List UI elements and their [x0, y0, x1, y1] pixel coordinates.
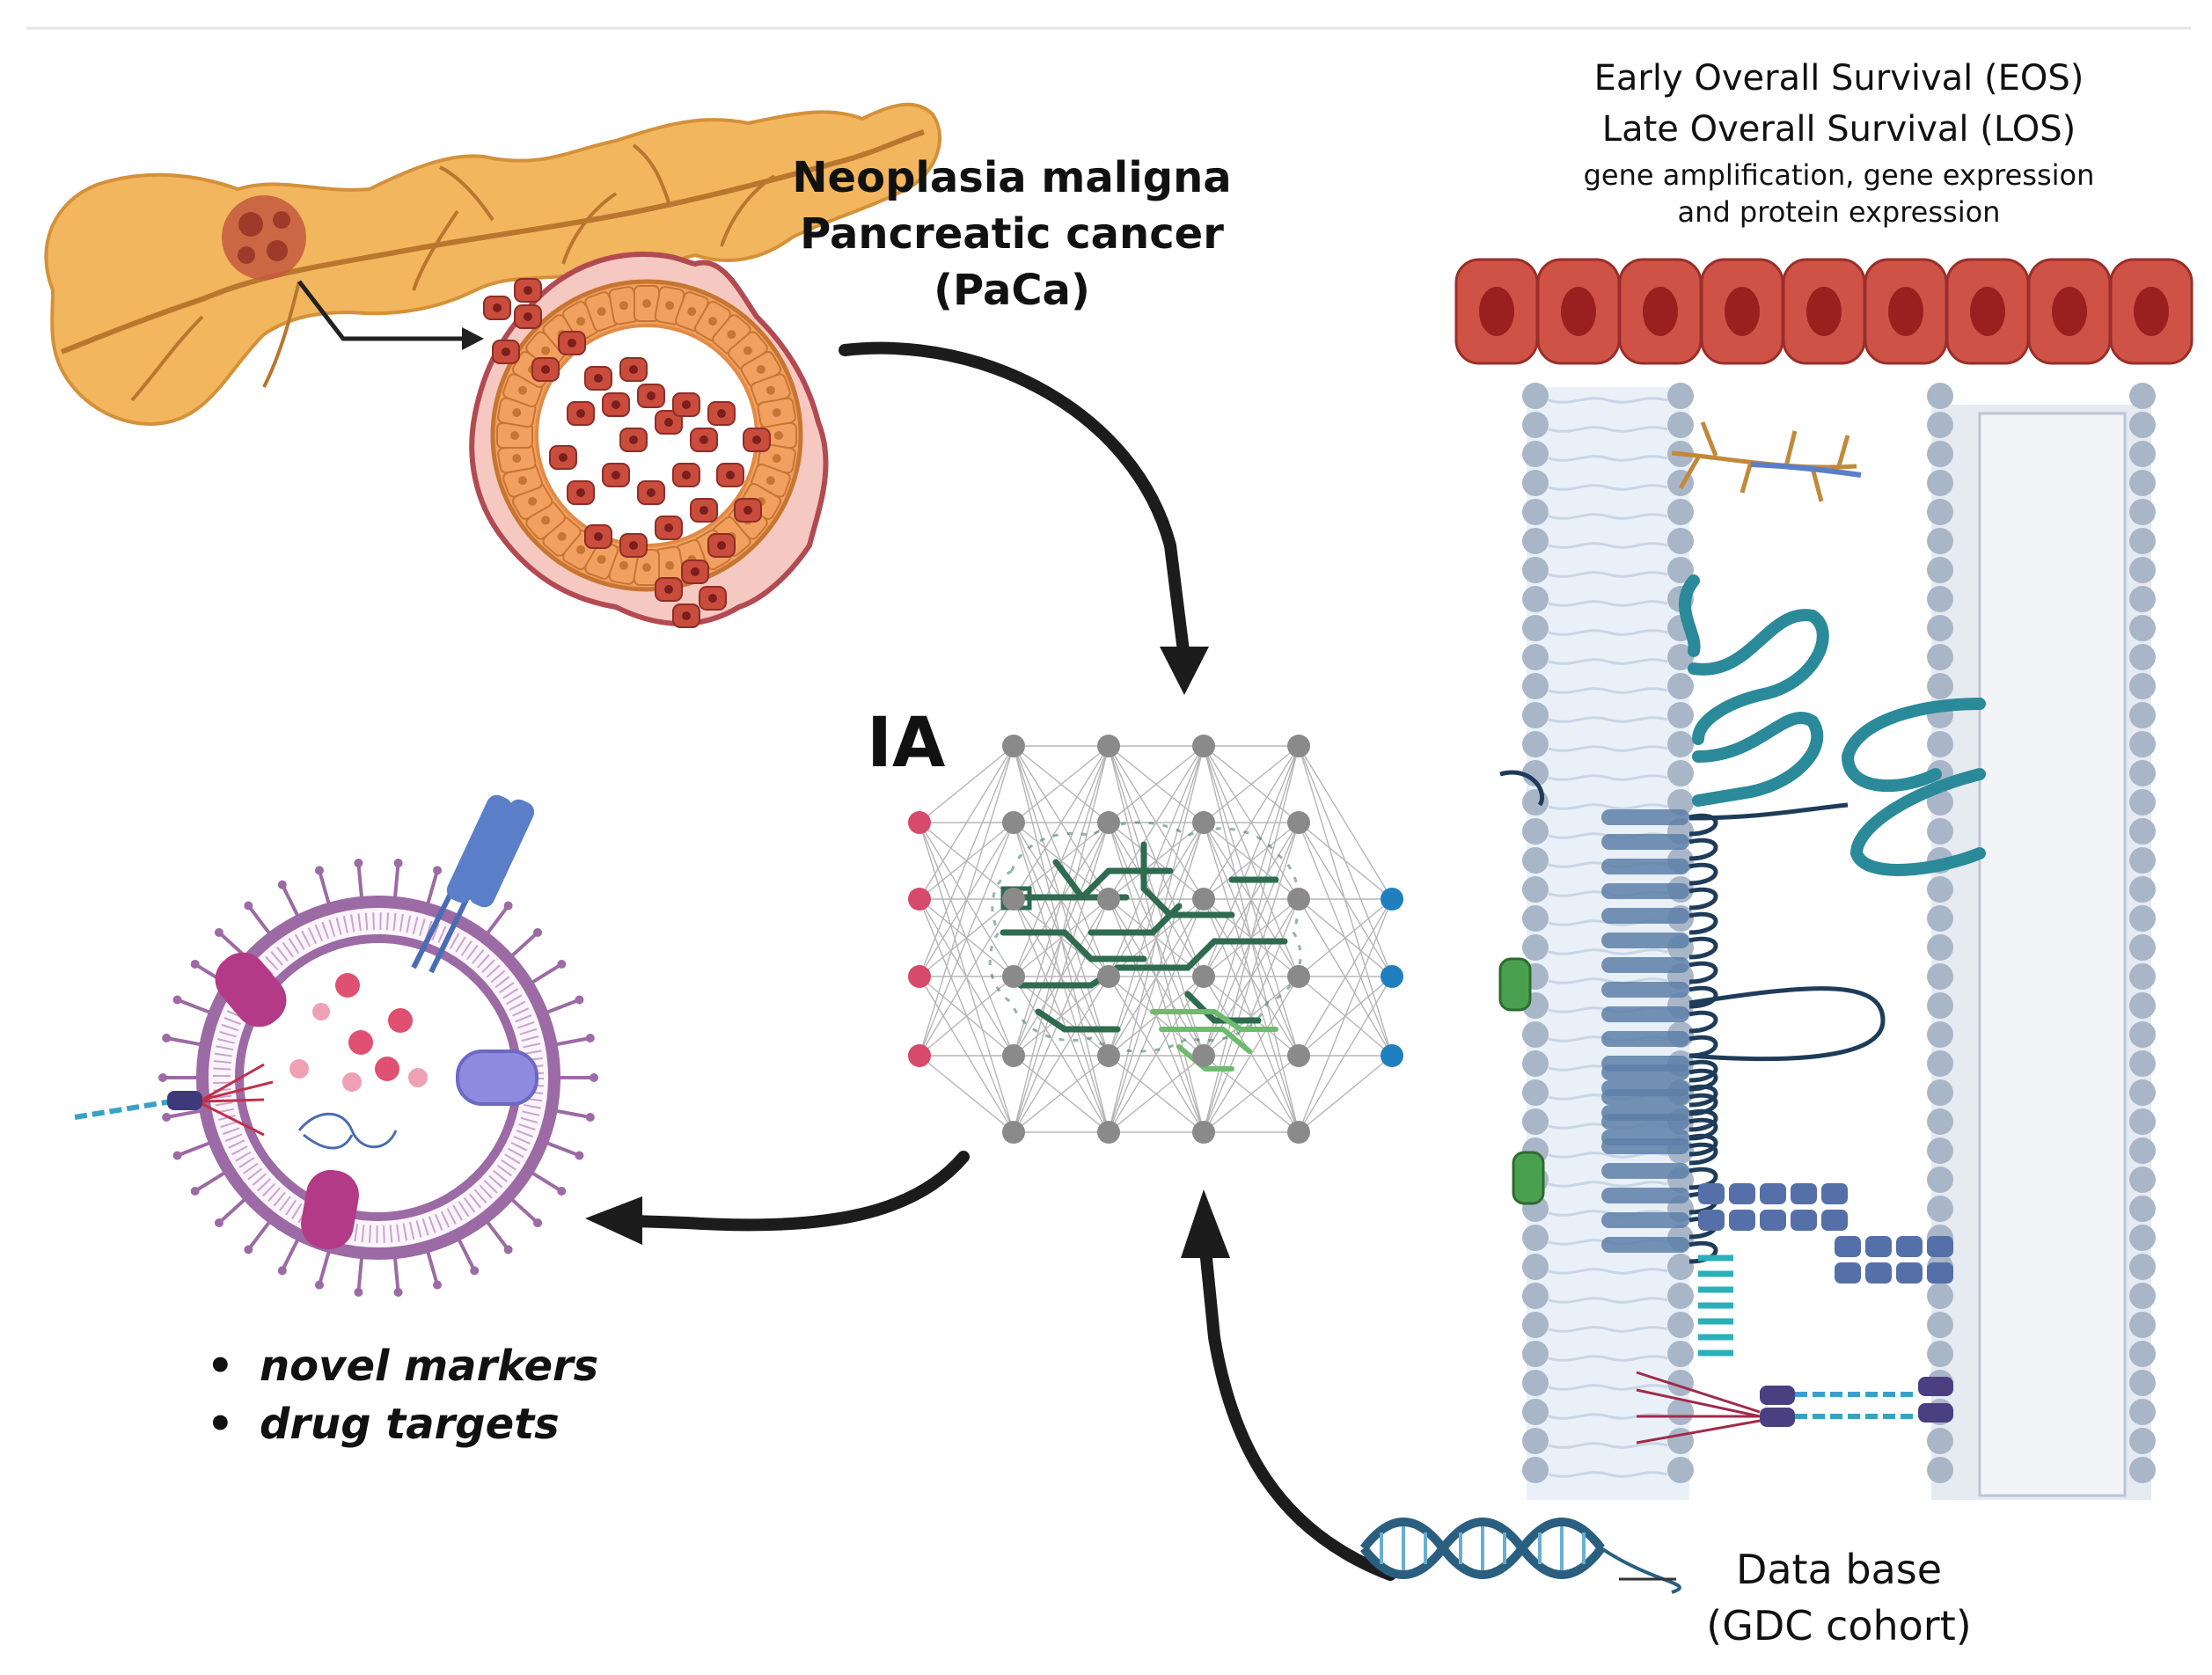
database-line-1: Data base	[1735, 1546, 1943, 1593]
survival-line-2: Late Overall Survival (LOS)	[1601, 109, 2076, 150]
survival-line-1: Early Overall Survival (EOS)	[1593, 58, 2084, 99]
expression-line-1: gene amplification, gene expression	[1583, 158, 2095, 192]
cell-vesicle-icon	[74, 794, 598, 1297]
title-line-1: Neoplasia maligna	[792, 153, 1232, 202]
database-line-2: (GDC cohort)	[1706, 1602, 1972, 1649]
dna-helix-icon	[1360, 1518, 1681, 1594]
outcome-item: drug targets	[198, 1395, 598, 1453]
cell-membrane-proteins-icon	[1454, 258, 2194, 1500]
title-line-3: (PaCa)	[934, 266, 1090, 315]
outcome-item: novel markers	[198, 1337, 598, 1395]
arrow-ia-to-markers	[585, 1151, 970, 1245]
arrow-database-to-ia	[1181, 1189, 1396, 1581]
tumor-cross-section-icon	[469, 252, 829, 628]
ia-label: IA	[867, 704, 946, 783]
title-line-2: Pancreatic cancer	[800, 209, 1224, 259]
neural-network-brain-icon	[908, 735, 1403, 1144]
pancreas-icon	[44, 102, 942, 426]
expression-line-2: and protein expression	[1677, 195, 2001, 229]
arrow-tumor-to-ia	[839, 341, 1209, 695]
outcomes-list: novel markers drug targets	[198, 1337, 598, 1453]
